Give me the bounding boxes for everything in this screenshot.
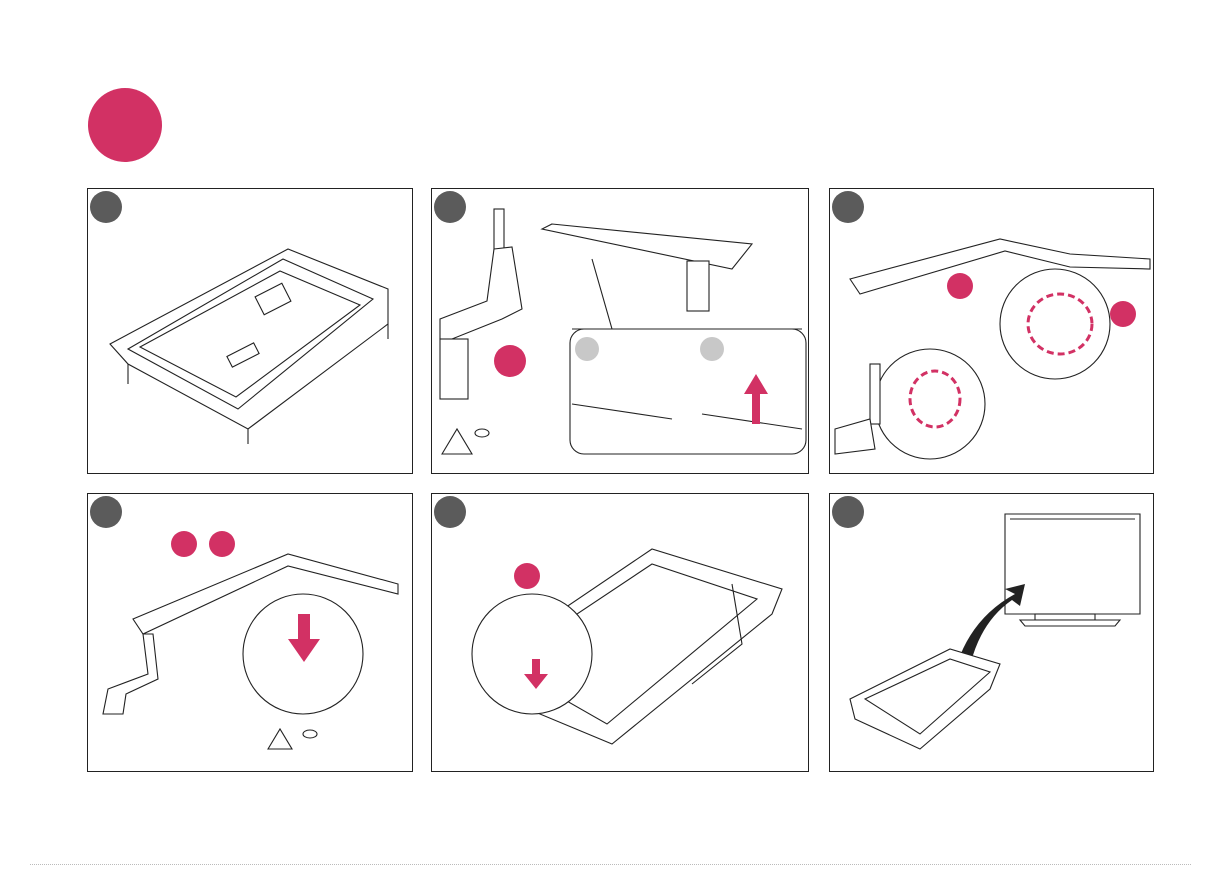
illustration-stand-to-tv — [432, 494, 810, 773]
panel-tv-facedown — [87, 188, 413, 474]
page-divider — [30, 864, 1191, 865]
callout-marker — [494, 345, 526, 377]
screw-icon — [303, 730, 317, 738]
callout-marker — [1110, 301, 1136, 327]
panel-stand-neck-assembly — [431, 188, 809, 474]
section-badge — [88, 88, 162, 162]
panel-base-screw — [87, 493, 413, 772]
callout-marker — [209, 531, 235, 557]
panel-neck-base-attach — [829, 188, 1154, 474]
illustration-base-screw — [88, 494, 414, 773]
panel-tv-upright — [829, 493, 1154, 772]
callout-marker — [171, 531, 197, 557]
warning-icon — [442, 429, 472, 454]
callout-marker — [947, 273, 973, 299]
callout-marker — [514, 563, 540, 589]
panel-stand-to-tv — [431, 493, 809, 772]
illustration-neck-base — [830, 189, 1155, 475]
illustration-tv-upright — [830, 494, 1155, 773]
warning-icon — [268, 729, 292, 749]
illustration-stand-parts — [432, 189, 810, 475]
screw-icon — [475, 429, 489, 437]
illustration-tv-facedown — [88, 189, 414, 475]
